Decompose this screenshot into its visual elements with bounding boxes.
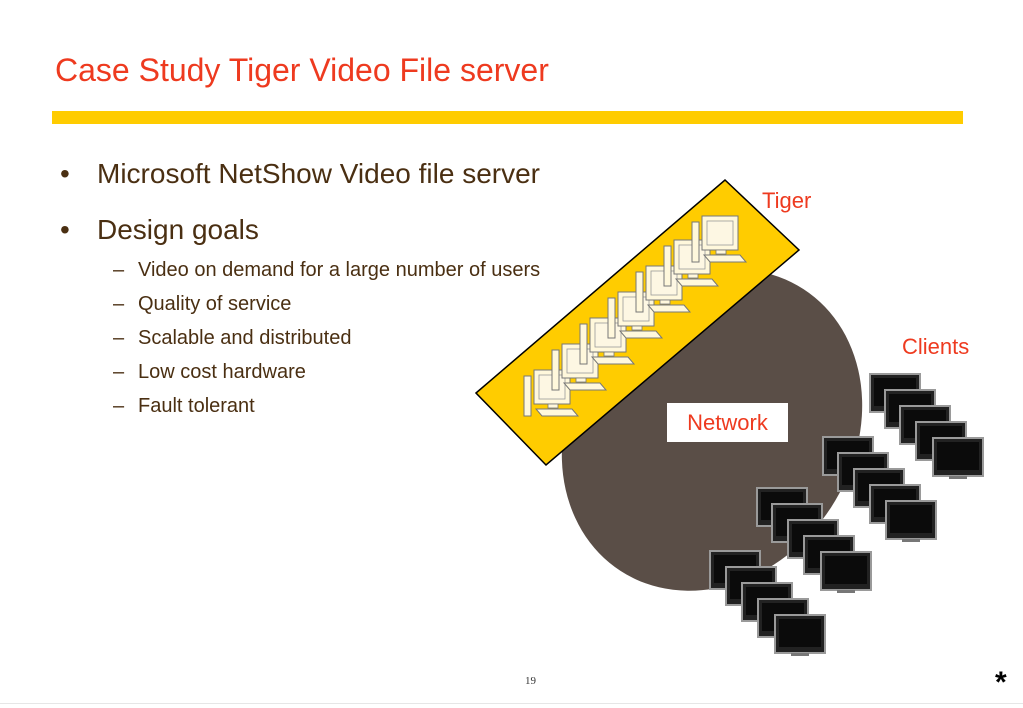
bottom-divider [0, 703, 1023, 704]
sub-bullet-marker: – [113, 361, 125, 383]
title-rule [52, 111, 963, 124]
slide-title: Case Study Tiger Video File server [55, 52, 549, 88]
network-label: Network [667, 403, 788, 442]
sub-bullet-text: Quality of service [138, 293, 292, 315]
bullet-marker: • [60, 158, 70, 189]
sub-bullet-marker: – [113, 259, 125, 281]
bullet-text: Design goals [97, 214, 259, 245]
sub-bullet-marker: – [113, 293, 125, 315]
tiger-label: Tiger [762, 188, 812, 213]
sub-bullet-text: Fault tolerant [138, 395, 255, 417]
footer-mark: * [995, 666, 1007, 699]
sub-bullet-marker: – [113, 395, 125, 417]
sub-bullet-marker: – [113, 327, 125, 349]
page-number: 19 [525, 675, 536, 687]
sub-bullet-text: Low cost hardware [138, 361, 306, 383]
bullet-marker: • [60, 214, 70, 245]
bullet-text: Microsoft NetShow Video file server [97, 158, 540, 189]
sub-bullet-text: Scalable and distributed [138, 327, 352, 349]
sub-bullet-text: Video on demand for a large number of us… [138, 259, 541, 281]
clients-label: Clients [902, 334, 970, 359]
